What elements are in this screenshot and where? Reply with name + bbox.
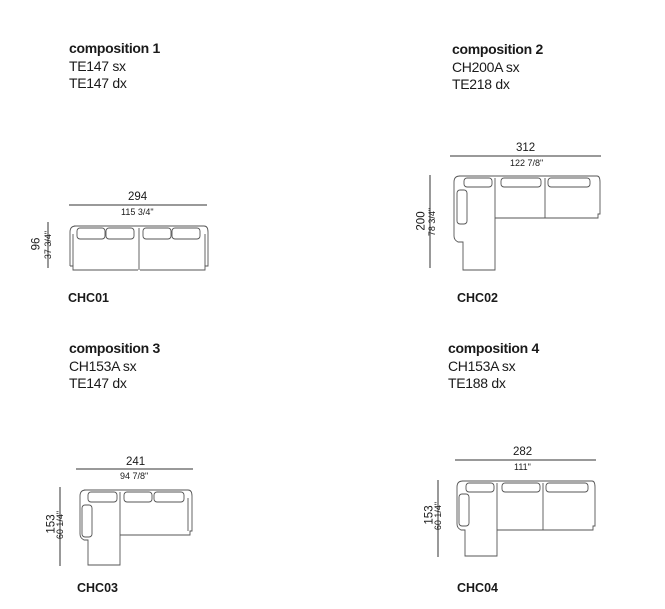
width-in-1: 115 3/4" bbox=[121, 207, 154, 217]
composition-4-code: CHC04 bbox=[457, 581, 498, 595]
composition-4-module: TE188 dx bbox=[448, 375, 506, 391]
width-cm-1: 294 bbox=[128, 191, 148, 203]
composition-4-title: composition 4 bbox=[448, 340, 539, 356]
depth-in-4: 60 1/4" bbox=[433, 501, 444, 531]
width-cm-4: 282 bbox=[513, 446, 533, 458]
composition-1-title: composition 1 bbox=[69, 40, 160, 56]
composition-2-module: TE218 dx bbox=[452, 76, 510, 92]
composition-1-module: TE147 sx bbox=[69, 58, 126, 74]
width-cm-3: 241 bbox=[126, 456, 146, 468]
composition-2-module: CH200A sx bbox=[452, 59, 520, 75]
sofa-chc04 bbox=[456, 480, 596, 557]
width-in-4: 111" bbox=[514, 462, 531, 472]
composition-2-code: CHC02 bbox=[457, 291, 498, 305]
depth-cm-1: 96 bbox=[30, 237, 43, 251]
depth-in-2: 78 3/4" bbox=[427, 207, 438, 237]
composition-1-code: CHC01 bbox=[68, 291, 109, 305]
width-cm-2: 312 bbox=[516, 142, 536, 154]
composition-3-module: CH153A sx bbox=[69, 358, 137, 374]
composition-3-code: CHC03 bbox=[77, 581, 118, 595]
composition-3-title: composition 3 bbox=[69, 340, 160, 356]
composition-1-module: TE147 dx bbox=[69, 75, 127, 91]
sofa-chc03 bbox=[79, 489, 193, 566]
sofa-chc01 bbox=[69, 225, 209, 271]
composition-4-module: CH153A sx bbox=[448, 358, 516, 374]
depth-cm-2: 200 bbox=[415, 211, 428, 231]
composition-3-module: TE147 dx bbox=[69, 375, 127, 391]
depth-in-1: 37 3/4" bbox=[43, 230, 54, 260]
depth-in-3: 60 1/4" bbox=[55, 510, 66, 540]
width-in-3: 94 7/8" bbox=[120, 471, 149, 481]
sofa-chc02 bbox=[453, 175, 601, 271]
composition-2-title: composition 2 bbox=[452, 41, 543, 57]
width-in-2: 122 7/8" bbox=[510, 158, 544, 168]
